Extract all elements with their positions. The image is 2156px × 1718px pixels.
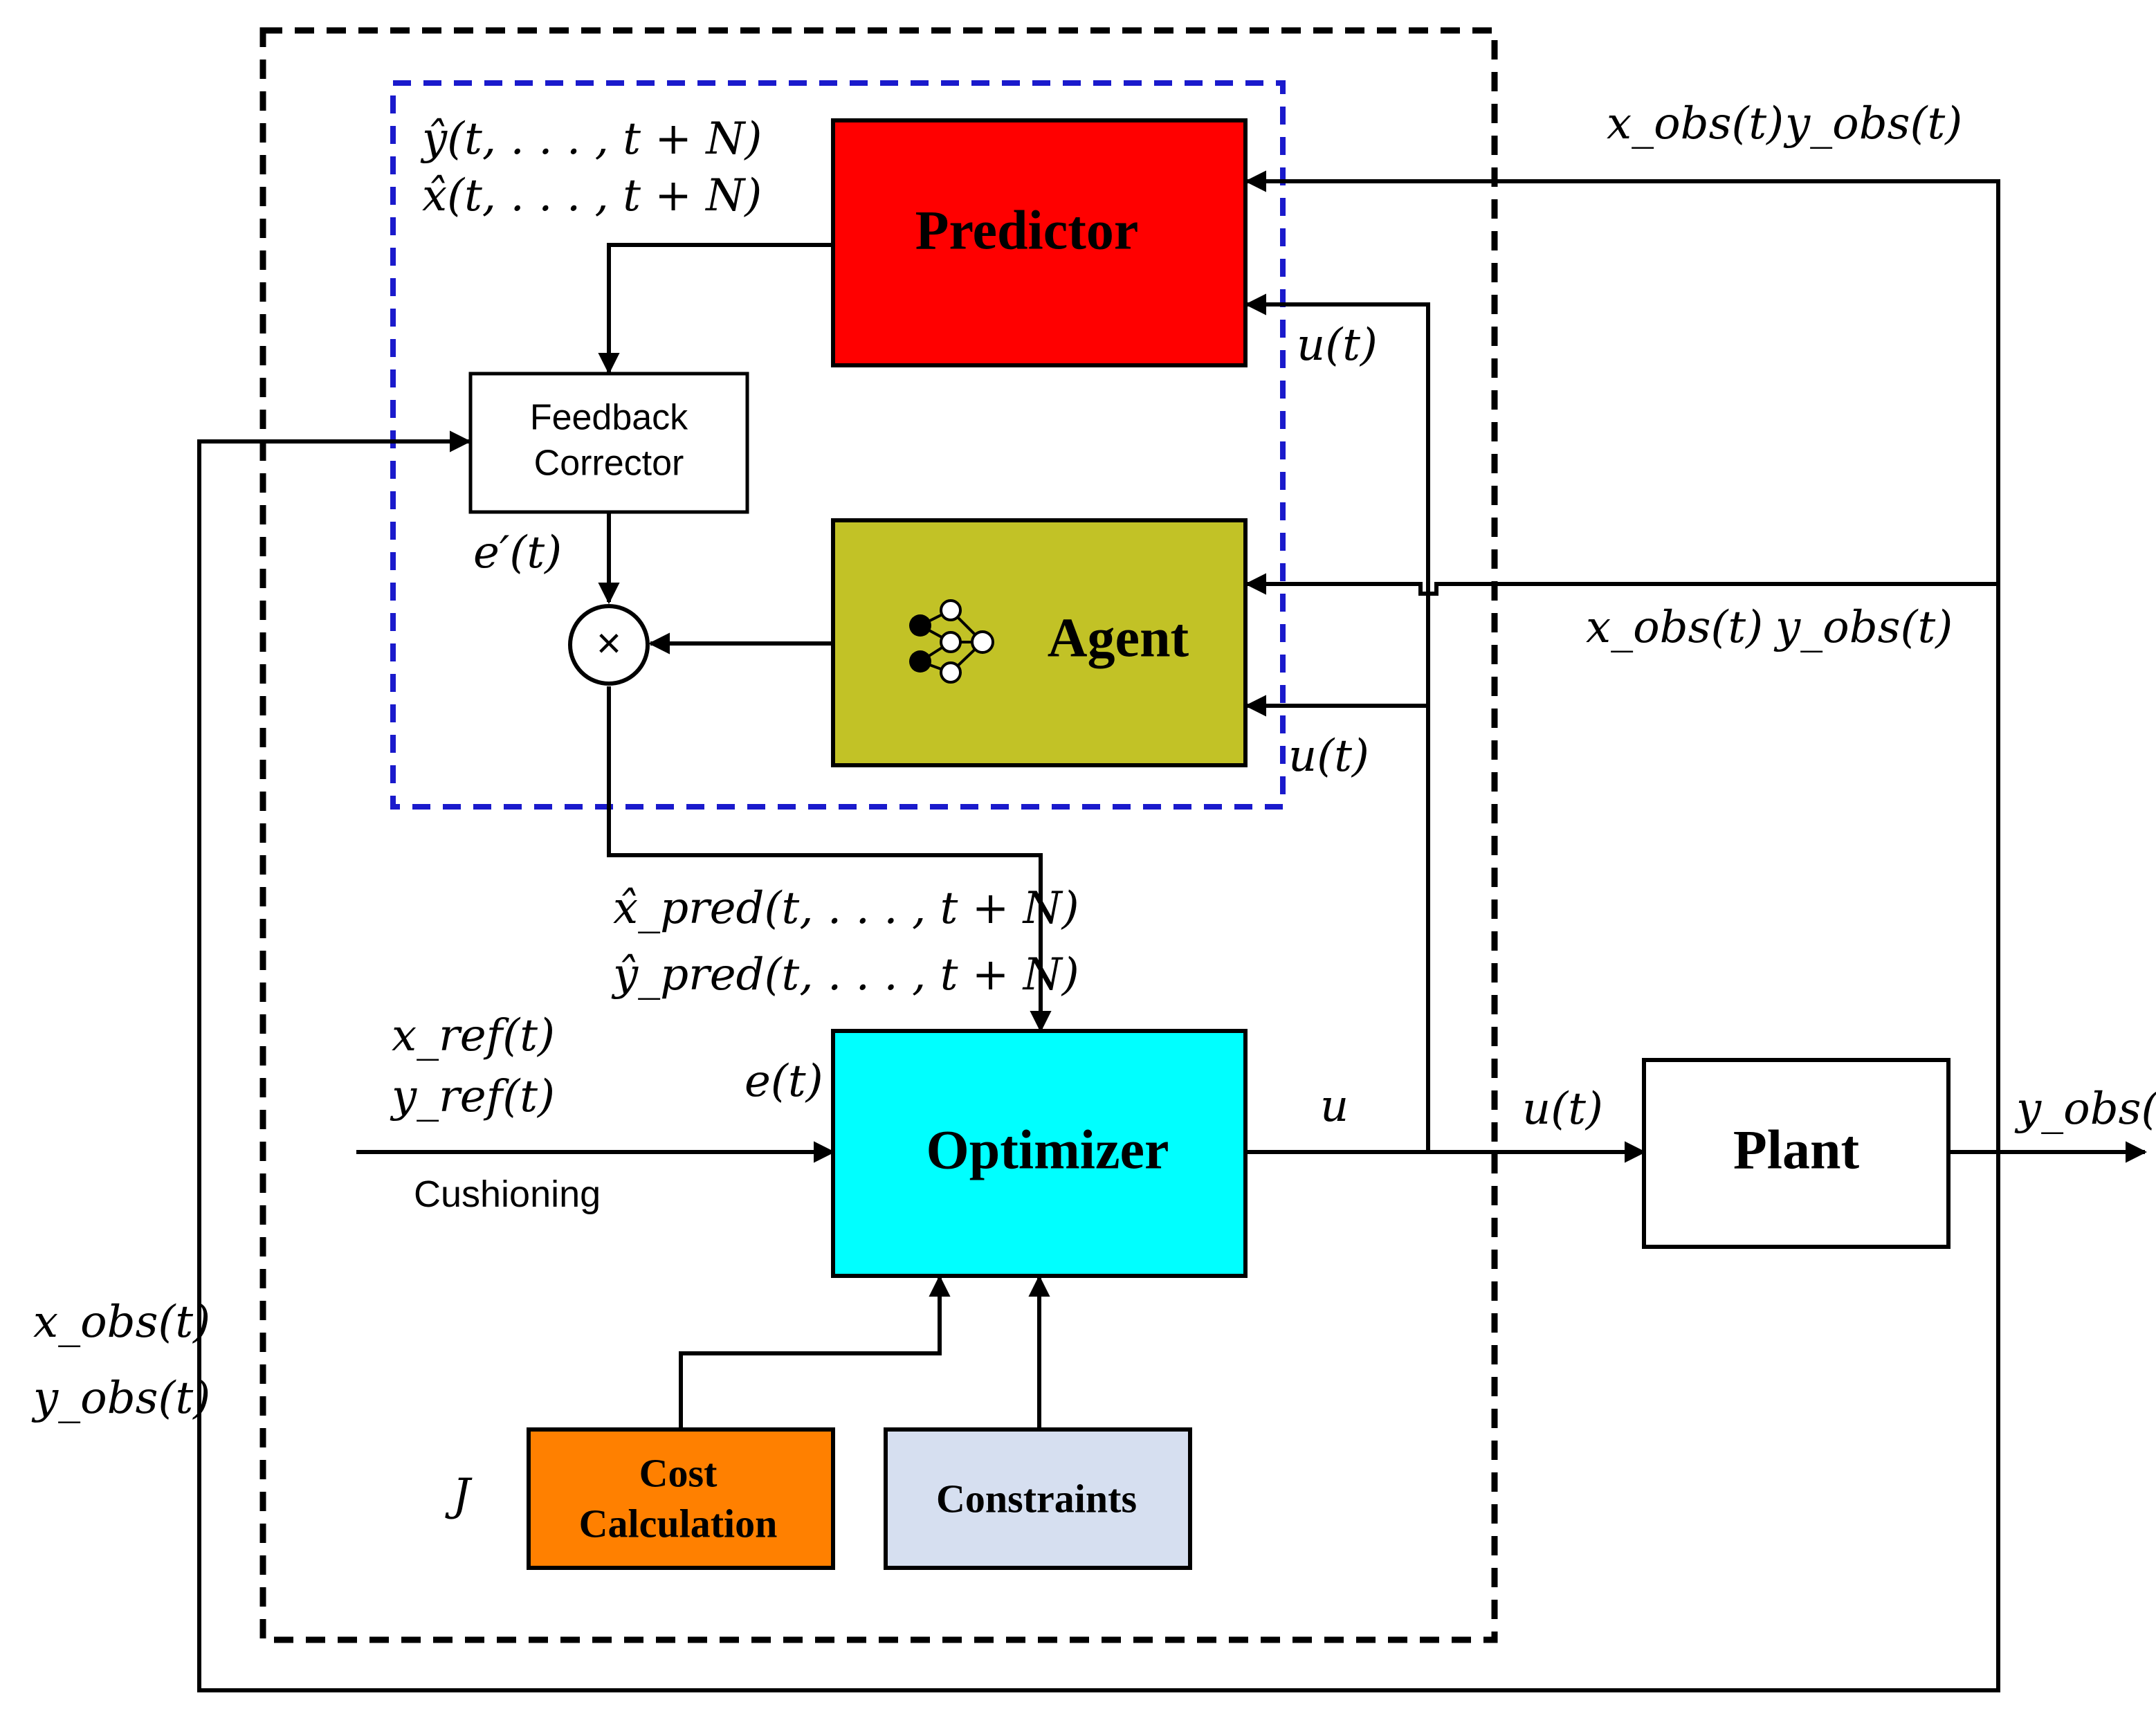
plant-label: Plant — [1733, 1120, 1860, 1180]
x-obs-mid-label: x_obs(t) — [1586, 602, 1763, 653]
predictor-to-corrector-wire — [598, 243, 833, 375]
neural-network-icon — [909, 599, 994, 684]
optimizer-label: Optimizer — [926, 1120, 1169, 1180]
constraints-label: Constraints — [936, 1476, 1137, 1521]
cost-j-label: J — [445, 1470, 473, 1521]
constraints-block: Constraints — [884, 1427, 1192, 1570]
optimizer-block: Optimizer — [831, 1029, 1248, 1278]
agent-box — [831, 518, 1248, 767]
obs-top-to-predictor-wire — [1244, 170, 2000, 1152]
feedback-corrector-box — [468, 372, 749, 514]
y-ref-label: y_ref(t) — [390, 1071, 555, 1122]
feedback-corrector-label-line1: Feedback — [530, 398, 688, 438]
cost-calculation-block: Cost Calculation — [527, 1427, 835, 1570]
multiplier-symbol: × — [596, 619, 621, 667]
x-ref-label: x_ref(t) — [392, 1010, 555, 1061]
agent-block: Agent — [831, 518, 1248, 767]
predictor-agent-boundary — [390, 80, 1286, 810]
u-to-predictor-wire — [1244, 293, 1430, 1152]
cost-calculation-label-line1: Cost — [639, 1450, 718, 1495]
x-hat-pred-optimizer-label: x̂_pred(t, . . . , t + N) — [613, 883, 1079, 934]
y-hat-pred-optimizer-label: ŷ_pred(t, . . . , t + N) — [611, 949, 1079, 1000]
u-agent-label: u(t) — [1288, 731, 1369, 782]
y-obs-left-label: y_obs(t) — [31, 1373, 210, 1424]
feedback-corrector-label-line2: Corrector — [534, 444, 684, 484]
u-predictor-label: u(t) — [1297, 320, 1378, 371]
plant-box — [1642, 1058, 1951, 1249]
controller-boundary — [259, 27, 1498, 1643]
e-prime-label: e′(t) — [473, 527, 562, 578]
agent-label: Agent — [1048, 607, 1189, 668]
multiplier-to-optimizer-wire — [607, 686, 1052, 1033]
x-hat-prediction-label: x̂(t, . . . , t + N) — [422, 170, 762, 221]
connections — [197, 170, 2148, 1692]
x-obs-left-label: x_obs(t) — [33, 1297, 210, 1348]
obs-mid-to-agent-wire — [1244, 573, 1998, 596]
feedback-corrector-block: Feedback Corrector — [468, 372, 749, 514]
constraints-box — [884, 1427, 1192, 1570]
u-plant-label: u(t) — [1522, 1084, 1603, 1135]
predictor-label: Predictor — [915, 200, 1139, 261]
plant-block: Plant — [1642, 1058, 1951, 1249]
obs-bottom-feedback-wire — [197, 430, 2000, 1692]
predictor-box — [831, 118, 1248, 367]
y-obs-mid-label: y_obs(t) — [1773, 602, 1953, 653]
multiplier-node: × — [568, 604, 650, 686]
multiplier-circle — [568, 604, 650, 686]
u-output-label: u — [1320, 1081, 1349, 1132]
y-hat-prediction-label: ŷ(t, . . . , t + N) — [420, 113, 762, 165]
e-t-label: e(t) — [744, 1056, 823, 1107]
predictor-block: Predictor — [831, 118, 1248, 367]
signal-labels: ŷ(t, . . . , t + N) x̂(t, . . . , t + N)… — [31, 98, 2156, 1521]
y-obs-output-label: y_obs(t) — [2014, 1084, 2156, 1135]
y-obs-top-label: y_obs(t) — [1783, 98, 1962, 149]
cost-calculation-label-line2: Calculation — [579, 1501, 778, 1546]
cost-calculation-box — [527, 1427, 835, 1570]
optimizer-box — [831, 1029, 1248, 1278]
x-obs-top-label: x_obs(t) — [1607, 98, 1784, 149]
cushioning-label: Cushioning — [414, 1173, 601, 1215]
cost-to-optimizer-wire — [679, 1274, 951, 1428]
